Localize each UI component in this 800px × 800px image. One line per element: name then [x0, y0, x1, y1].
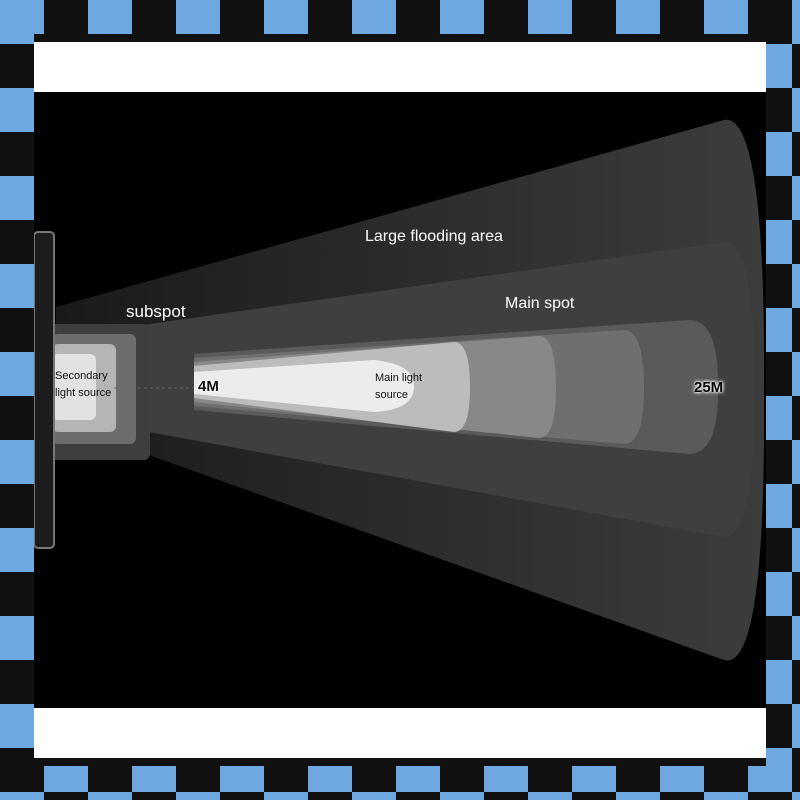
- top-white-band: [34, 42, 766, 92]
- main-spot-label: Main spot: [505, 295, 575, 312]
- bottom-white-band: [34, 708, 766, 758]
- beam-shapes: [34, 119, 765, 661]
- secondary-light-source-label: Secondary light source: [55, 370, 112, 399]
- far-distance-label: 25M: [694, 379, 724, 396]
- large-flooding-area-label: Large flooding area: [365, 228, 503, 245]
- main-light-source-label: Main light source: [375, 372, 423, 401]
- lamp-body: [34, 231, 55, 549]
- near-distance-label: 4M: [198, 378, 219, 395]
- subspot-label: subspot: [126, 302, 186, 321]
- main-spot-core: [194, 360, 414, 412]
- beam-diagram: Large flooding area subspot Main spot Se…: [34, 92, 766, 708]
- subspot-core: [52, 354, 96, 420]
